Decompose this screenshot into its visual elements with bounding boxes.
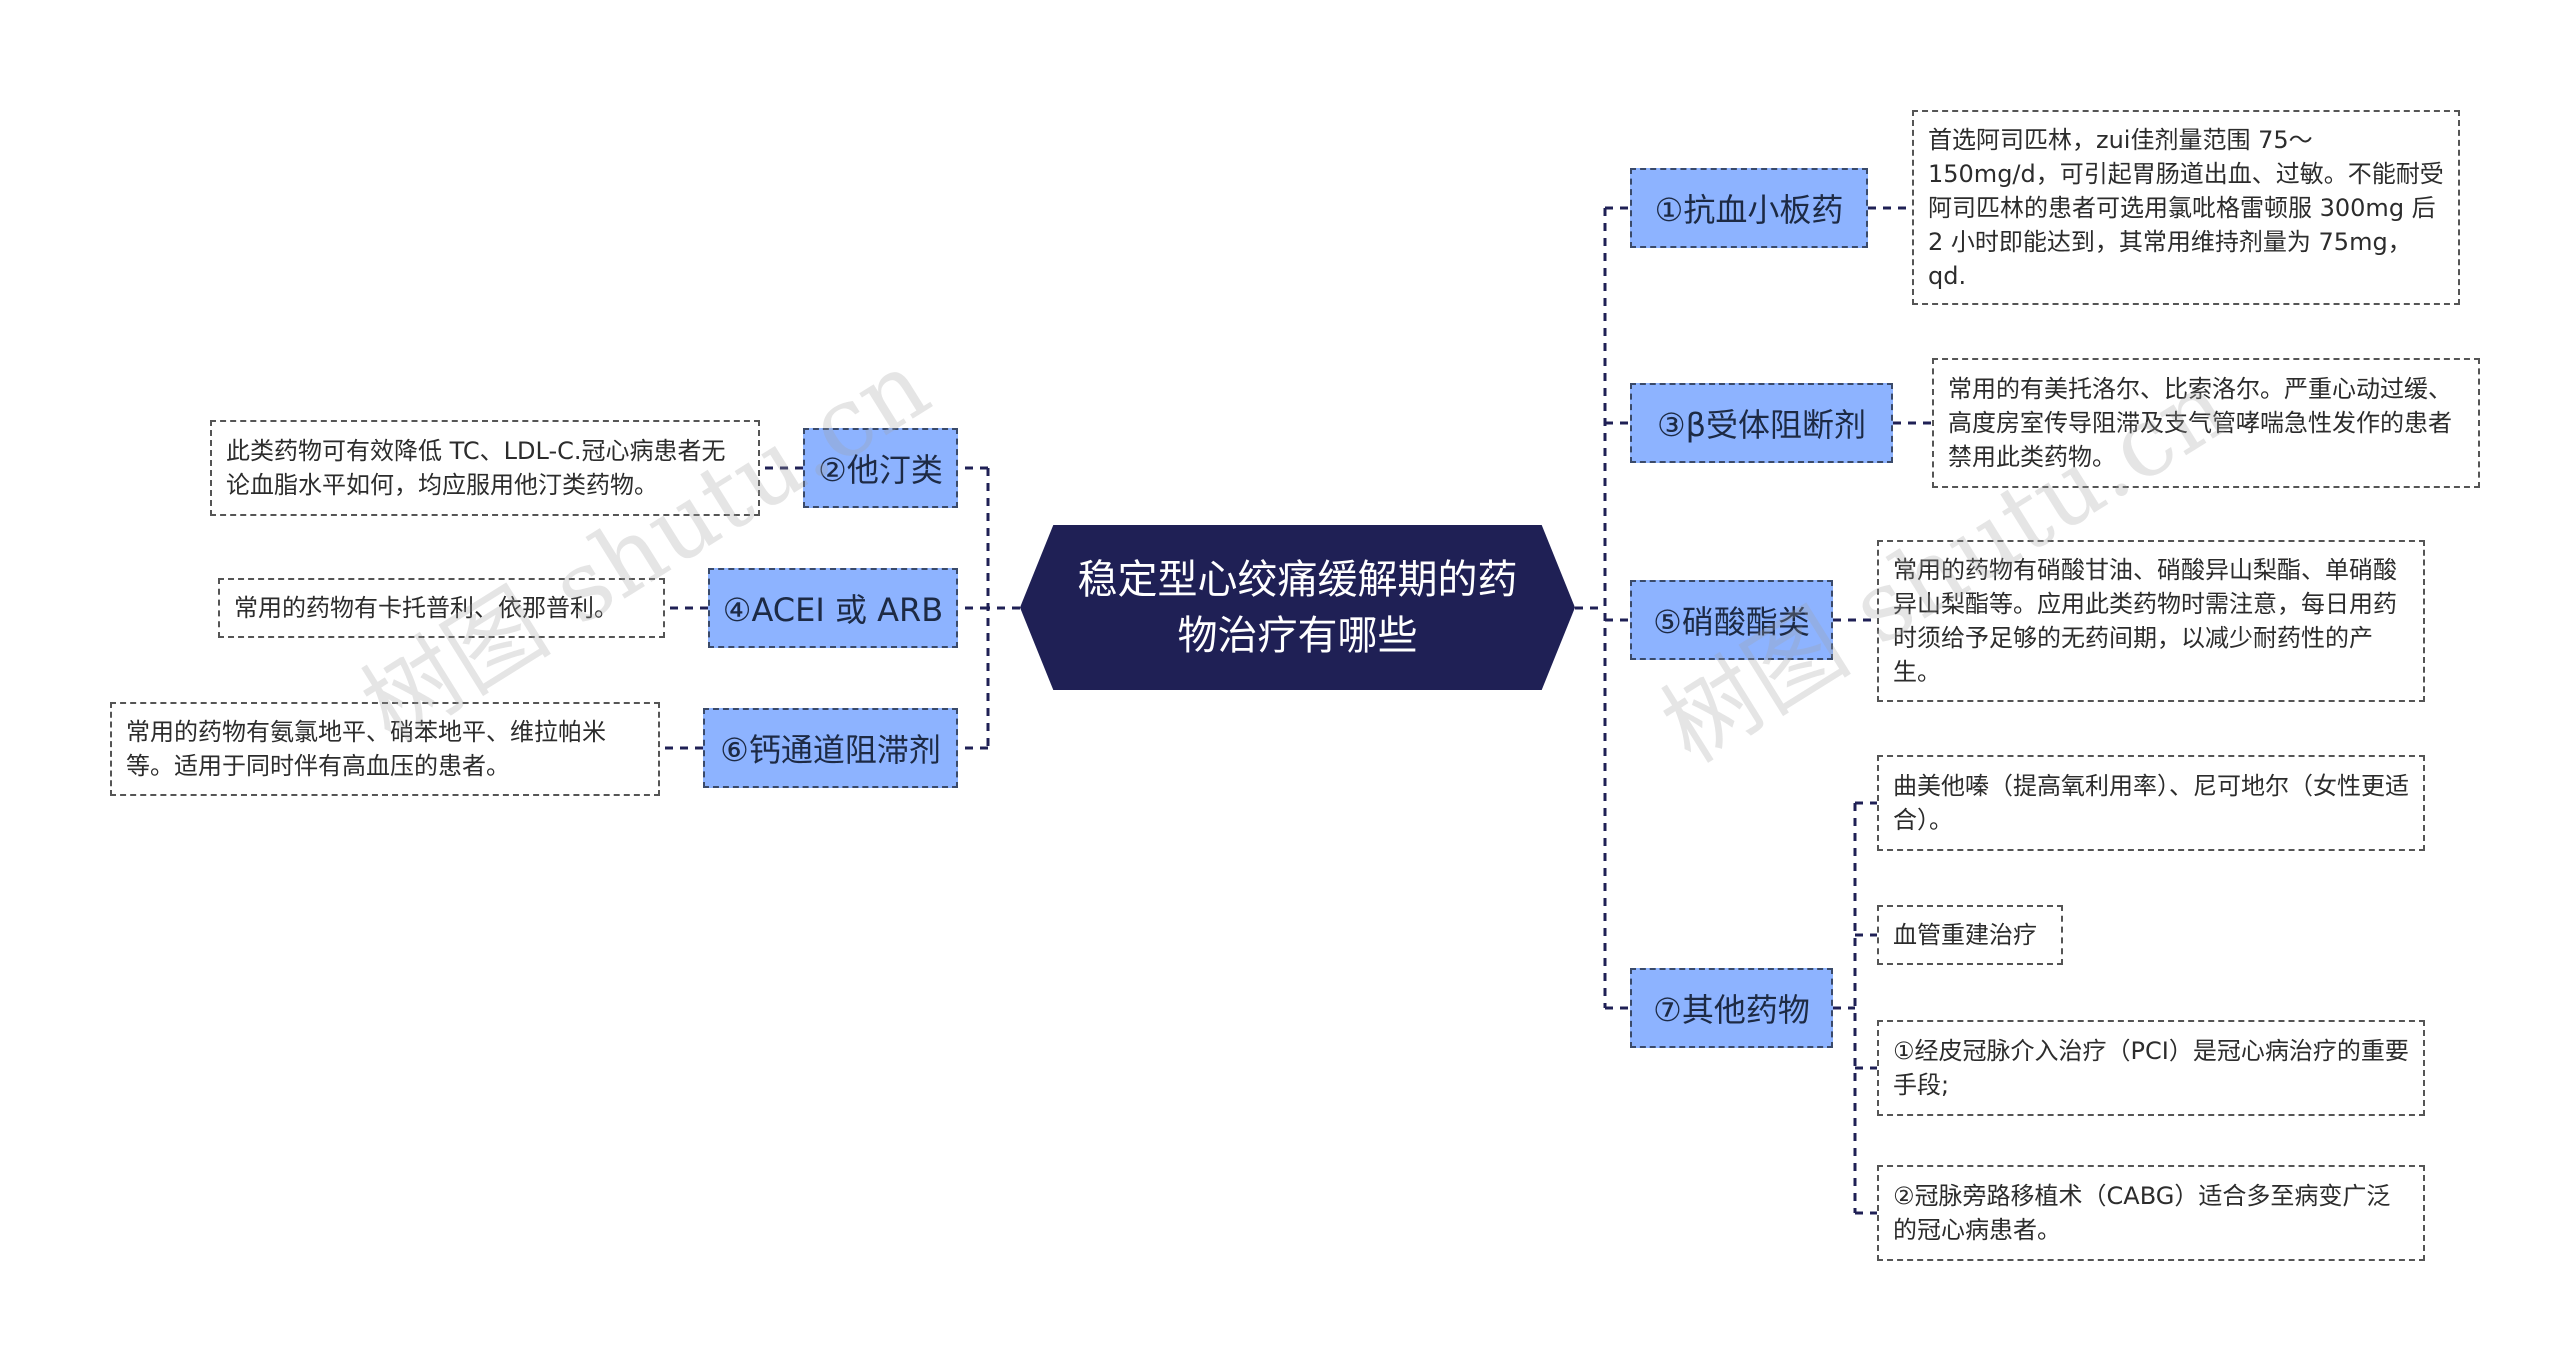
- leaf-acei-arb[interactable]: 常用的药物有卡托普利、依那普利。: [218, 578, 665, 638]
- branch-ccb[interactable]: ⑥钙通道阻滞剂: [703, 708, 958, 788]
- leaf-other-drugs-1[interactable]: 曲美他嗪（提高氧利用率）、尼可地尔（女性更适合）。: [1877, 755, 2425, 851]
- leaf-other-drugs-2[interactable]: 血管重建治疗: [1877, 905, 2063, 965]
- branch-statins[interactable]: ②他汀类: [803, 428, 958, 508]
- leaf-ccb[interactable]: 常用的药物有氨氯地平、硝苯地平、维拉帕米等。适用于同时伴有高血压的患者。: [110, 702, 660, 796]
- branch-acei-arb[interactable]: ④ACEI 或 ARB: [708, 568, 958, 648]
- leaf-other-drugs-3[interactable]: ①经皮冠脉介入治疗（PCI）是冠心病治疗的重要手段;: [1877, 1020, 2425, 1116]
- leaf-beta-blocker[interactable]: 常用的有美托洛尔、比索洛尔。严重心动过缓、高度房室传导阻滞及支气管哮喘急性发作的…: [1932, 358, 2480, 488]
- branch-beta-blocker[interactable]: ③β受体阻断剂: [1630, 383, 1893, 463]
- leaf-statins[interactable]: 此类药物可有效降低 TC、LDL-C.冠心病患者无论血脂水平如何，均应服用他汀类…: [210, 420, 760, 516]
- branch-antiplatelet[interactable]: ①抗血小板药: [1630, 168, 1868, 248]
- leaf-nitrates[interactable]: 常用的药物有硝酸甘油、硝酸异山梨酯、单硝酸异山梨酯等。应用此类药物时需注意，每日…: [1877, 540, 2425, 702]
- leaf-antiplatelet[interactable]: 首选阿司匹林，zui佳剂量范围 75～150mg/d，可引起胃肠道出血、过敏。不…: [1912, 110, 2460, 305]
- central-topic[interactable]: 稳定型心绞痛缓解期的药物治疗有哪些: [1020, 525, 1575, 690]
- branch-nitrates[interactable]: ⑤硝酸酯类: [1630, 580, 1833, 660]
- branch-other-drugs[interactable]: ⑦其他药物: [1630, 968, 1833, 1048]
- leaf-other-drugs-4[interactable]: ②冠脉旁路移植术（CABG）适合多至病变广泛的冠心病患者。: [1877, 1165, 2425, 1261]
